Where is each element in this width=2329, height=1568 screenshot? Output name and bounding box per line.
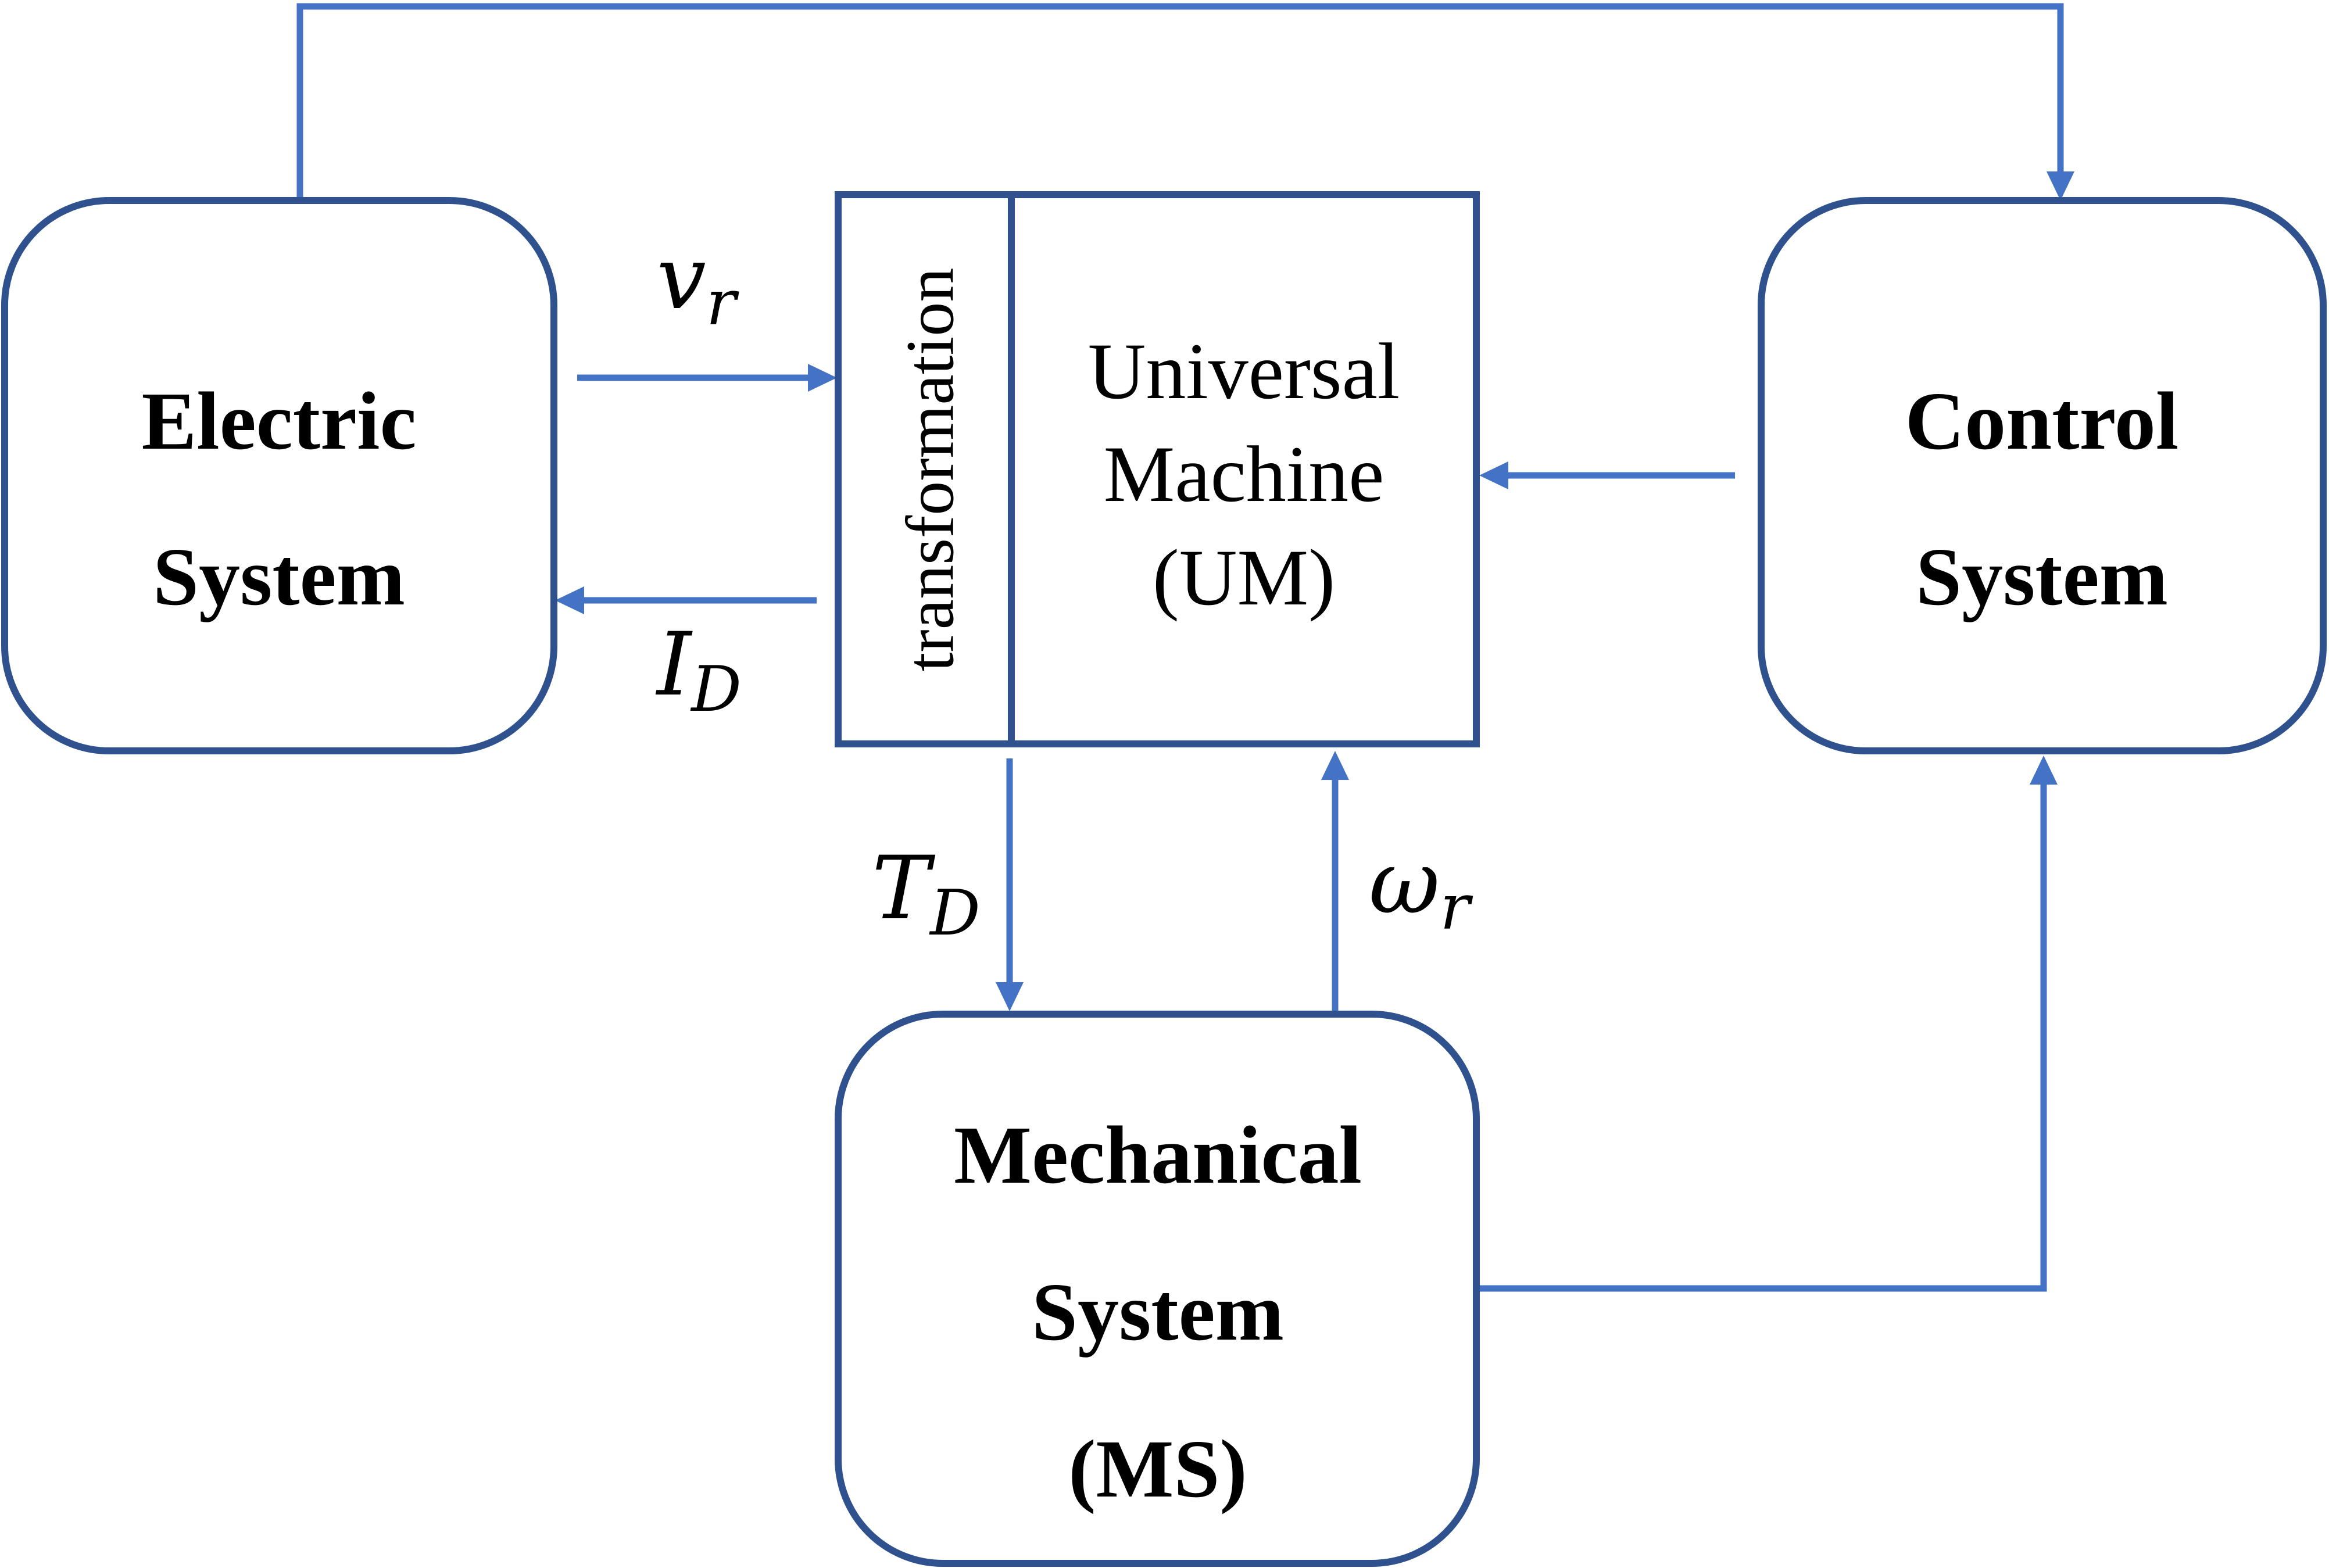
connector-wr: [1321, 751, 1349, 1011]
arrowhead-into-control-bottom: [2030, 756, 2058, 785]
signal-label-wr: ωr: [1369, 832, 1473, 944]
mechanical-system-label-line1: Mechanical: [954, 1109, 1362, 1201]
connector-control-to-um: [1479, 461, 1735, 489]
signal-wr-subscript: r: [1440, 871, 1473, 944]
signal-id-symbol: I: [655, 614, 693, 715]
signal-id-subscript: D: [690, 653, 742, 726]
signal-label-id: ID: [655, 614, 742, 726]
universal-machine-label-line3: (UM): [1153, 533, 1335, 622]
mechanical-system-label-line3: (MS): [1068, 1423, 1247, 1515]
control-system-block[interactable]: Control System: [1758, 197, 2327, 754]
signal-vr-subscript: r: [706, 267, 739, 339]
control-system-box: [1758, 197, 2327, 754]
signal-label-td: TD: [872, 838, 981, 950]
electric-system-label-line2: System: [153, 531, 405, 622]
signal-vr-symbol: v: [657, 228, 706, 329]
mechanical-system-block[interactable]: Mechanical System (MS): [835, 1011, 1480, 1567]
mechanical-system-label-line2: System: [1032, 1266, 1284, 1358]
connector-td: [996, 758, 1024, 1011]
arrowhead-td: [996, 982, 1024, 1011]
signal-label-vr: vr: [657, 228, 739, 339]
universal-machine-block[interactable]: transformation Universal Machine (UM): [835, 191, 1480, 747]
arrowhead-id: [555, 586, 584, 614]
control-system-label-line1: Control: [1905, 375, 2179, 467]
connector-electric-to-control: [296, 3, 2074, 201]
connector-id: [555, 586, 817, 614]
connector-mechanical-to-control: [1476, 756, 2058, 1292]
signal-td-symbol: T: [872, 838, 936, 939]
connector-vr: [577, 364, 837, 392]
electric-system-box: [1, 197, 557, 754]
signal-td-subscript: D: [929, 877, 981, 950]
arrowhead-control-to-um: [1479, 461, 1508, 489]
universal-machine-label-line2: Machine: [1104, 429, 1384, 518]
universal-machine-box: [835, 191, 1480, 747]
arrowhead-wr: [1321, 751, 1349, 780]
electric-system-label-line1: Electric: [141, 375, 416, 467]
control-system-label-line2: System: [1916, 531, 2168, 622]
signal-wr-symbol: ω: [1369, 832, 1440, 933]
universal-machine-label-line1: Universal: [1088, 327, 1400, 416]
arrowhead-vr: [808, 364, 837, 392]
mechanical-system-box: [835, 1011, 1480, 1567]
transformation-label: transformation: [892, 268, 968, 672]
arrowhead-into-control-top: [2047, 171, 2074, 201]
electric-system-block[interactable]: Electric System: [1, 197, 557, 754]
